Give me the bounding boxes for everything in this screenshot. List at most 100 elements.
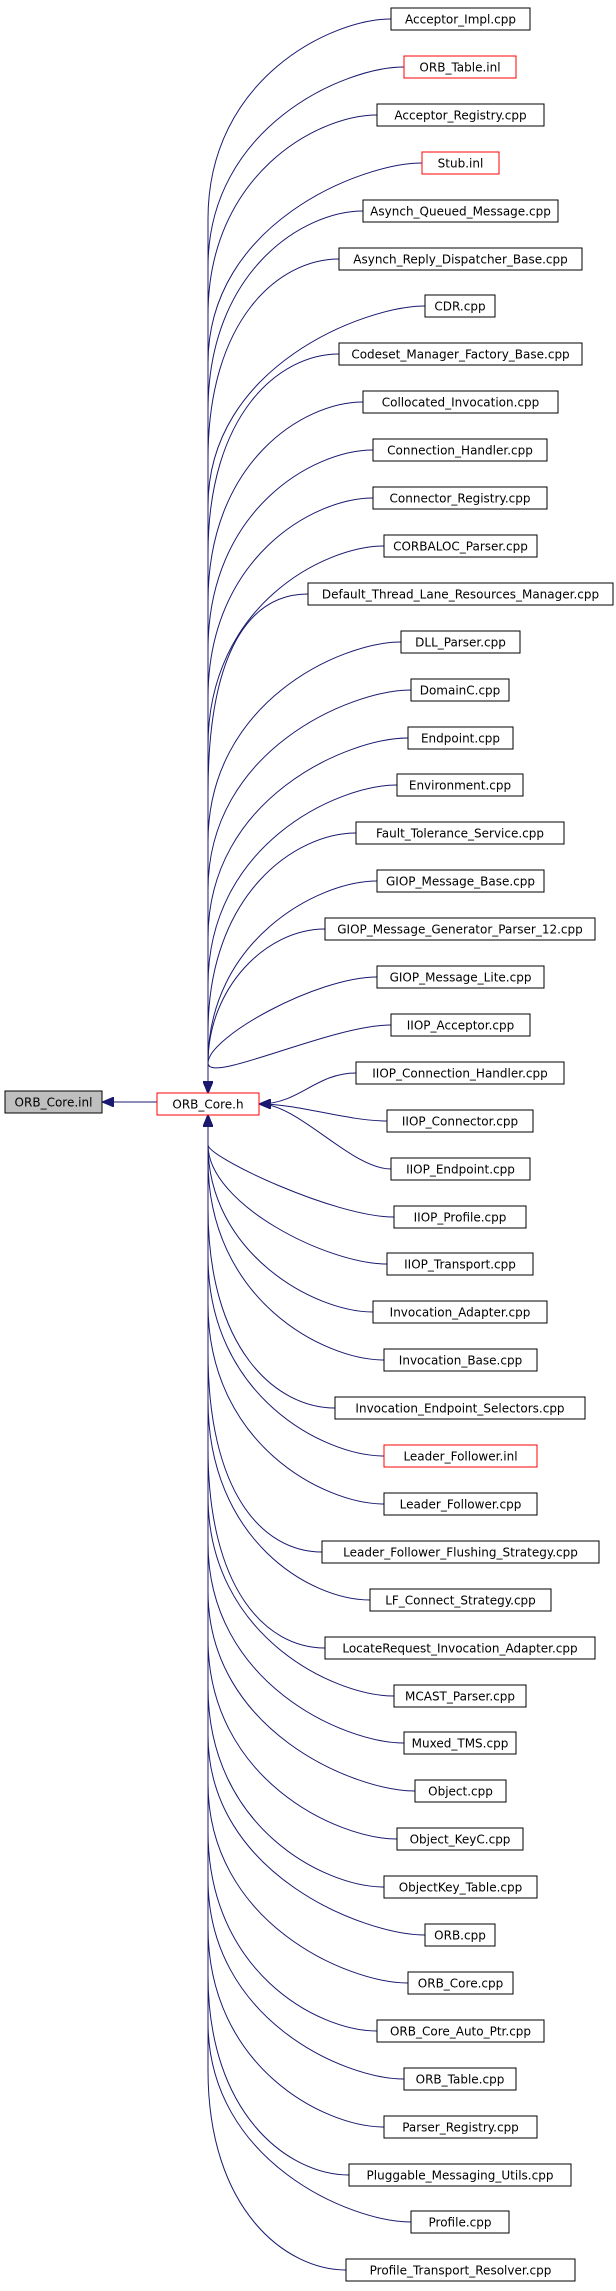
includer-node[interactable]: IIOP_Endpoint.cpp — [390, 1157, 531, 1181]
includer-node-label: Connection_Handler.cpp — [387, 444, 533, 458]
includer-node-label: Environment.cpp — [409, 779, 511, 793]
includer-node[interactable]: Muxed_TMS.cpp — [403, 1731, 517, 1755]
include-edge — [208, 1116, 385, 2128]
include-edge — [208, 1116, 326, 1649]
includer-node[interactable]: IIOP_Connection_Handler.cpp — [355, 1061, 565, 1085]
includer-node[interactable]: Leader_Follower.inl — [383, 1444, 538, 1468]
includer-node[interactable]: LocateRequest_Invocation_Adapter.cpp — [324, 1636, 596, 1660]
includer-node-box — [393, 1205, 527, 1229]
includer-node-box — [362, 199, 559, 223]
includer-node[interactable]: Profile_Transport_Resolver.cpp — [345, 2258, 576, 2282]
includer-node[interactable]: IIOP_Connector.cpp — [386, 1109, 534, 1133]
includer-node[interactable]: Leader_Follower_Flushing_Strategy.cpp — [321, 1540, 600, 1564]
includer-node-box — [396, 773, 524, 797]
includer-node[interactable]: GIOP_Message_Generator_Parser_12.cpp — [324, 917, 596, 941]
includer-node[interactable]: ORB_Table.inl — [403, 55, 517, 79]
includer-node-label: Stub.inl — [438, 157, 484, 171]
includer-node[interactable]: Fault_Tolerance_Service.cpp — [355, 821, 565, 845]
includer-node[interactable]: IIOP_Acceptor.cpp — [390, 1013, 531, 1037]
includer-node[interactable]: Object_KeyC.cpp — [396, 1827, 524, 1851]
includer-node-box — [396, 1827, 524, 1851]
includer-node-box — [376, 869, 545, 893]
includer-node[interactable]: Acceptor_Impl.cpp — [390, 7, 531, 31]
includer-node-box — [355, 821, 565, 845]
includer-node[interactable]: Invocation_Adapter.cpp — [372, 1300, 548, 1324]
includer-node[interactable]: IIOP_Transport.cpp — [386, 1252, 534, 1276]
includer-node-label: ORB.cpp — [434, 1929, 486, 1943]
includer-node[interactable]: IIOP_Profile.cpp — [393, 1205, 527, 1229]
includer-node[interactable]: ObjectKey_Table.cpp — [383, 1875, 538, 1899]
includer-node-box — [410, 2210, 510, 2234]
includer-node-box — [383, 1348, 538, 1372]
includer-node[interactable]: Connection_Handler.cpp — [372, 438, 548, 462]
includer-node[interactable]: Asynch_Queued_Message.cpp — [362, 199, 559, 223]
includer-node[interactable]: Pluggable_Messaging_Utils.cpp — [348, 2163, 572, 2187]
include-edge — [208, 689, 412, 1092]
includer-node[interactable]: Object.cpp — [414, 1779, 507, 1803]
includer-node[interactable]: Invocation_Base.cpp — [383, 1348, 538, 1372]
includer-node-box — [321, 1540, 600, 1564]
includer-node-label: ORB_Table.cpp — [416, 2073, 505, 2087]
includer-node-label: GIOP_Message_Lite.cpp — [390, 971, 532, 985]
includer-node-box — [390, 1157, 531, 1181]
includer-node[interactable]: Leader_Follower.cpp — [383, 1492, 538, 1516]
includer-node[interactable]: Asynch_Reply_Dispatcher_Base.cpp — [338, 247, 583, 271]
includer-node[interactable]: Default_Thread_Lane_Resources_Manager.cp… — [307, 582, 614, 606]
includer-node[interactable]: DLL_Parser.cpp — [400, 630, 521, 654]
include-edge — [208, 305, 426, 1092]
includer-node[interactable]: CORBALOC_Parser.cpp — [383, 534, 538, 558]
includer-node-box — [362, 390, 559, 414]
includer-node-label: ORB_Core_Auto_Ptr.cpp — [390, 2025, 531, 2039]
includer-node[interactable]: ORB_Core.cpp — [407, 1971, 514, 1995]
includer-node[interactable]: Acceptor_Registry.cpp — [376, 103, 545, 127]
include-edge — [208, 353, 340, 1092]
include-edge — [208, 1116, 350, 2176]
include-edge — [208, 1024, 392, 1092]
include-edge — [208, 162, 423, 1092]
includer-node-label: IIOP_Profile.cpp — [414, 1211, 507, 1225]
includer-node-label: Asynch_Queued_Message.cpp — [370, 205, 551, 219]
includer-node-box — [383, 2115, 538, 2139]
includer-node[interactable]: LF_Connect_Strategy.cpp — [369, 1588, 552, 1612]
include-edge — [260, 1104, 392, 1170]
includer-node-box — [403, 1731, 517, 1755]
include-edge — [208, 1116, 405, 1744]
includer-node-box — [424, 1923, 496, 1947]
includer-node-label: Object.cpp — [428, 1785, 493, 1799]
includer-node-box — [383, 1444, 538, 1468]
includer-node[interactable]: Parser_Registry.cpp — [383, 2115, 538, 2139]
includer-node-label: Acceptor_Impl.cpp — [405, 13, 516, 27]
includer-node[interactable]: Connector_Registry.cpp — [372, 486, 548, 510]
includer-node-label: ORB_Core.cpp — [418, 1977, 503, 1991]
hub-node[interactable]: ORB_Core.h — [156, 1092, 260, 1116]
includer-node-box — [407, 1971, 514, 1995]
includer-node[interactable]: MCAST_Parser.cpp — [393, 1684, 527, 1708]
includer-node[interactable]: Endpoint.cpp — [407, 726, 514, 750]
includer-node[interactable]: Profile.cpp — [410, 2210, 510, 2234]
includer-node[interactable]: ORB.cpp — [424, 1923, 496, 1947]
includer-node[interactable]: Collocated_Invocation.cpp — [362, 390, 559, 414]
includer-node-label: GIOP_Message_Base.cpp — [386, 875, 535, 889]
includer-node[interactable]: ORB_Core_Auto_Ptr.cpp — [376, 2019, 545, 2043]
include-edge — [260, 1104, 388, 1122]
includer-node[interactable]: DomainC.cpp — [410, 678, 510, 702]
includer-node[interactable]: Stub.inl — [421, 151, 500, 175]
includer-node-label: Fault_Tolerance_Service.cpp — [376, 827, 544, 841]
includer-node-label: LF_Connect_Strategy.cpp — [385, 1594, 536, 1608]
include-edge — [208, 832, 357, 1092]
includer-node[interactable]: Codeset_Manager_Factory_Base.cpp — [338, 342, 583, 366]
includer-node[interactable]: GIOP_Message_Lite.cpp — [376, 965, 545, 989]
includer-node[interactable]: GIOP_Message_Base.cpp — [376, 869, 545, 893]
includer-node[interactable]: CDR.cpp — [424, 294, 496, 318]
includer-node[interactable]: Invocation_Endpoint_Selectors.cpp — [334, 1396, 586, 1420]
includer-node[interactable]: Environment.cpp — [396, 773, 524, 797]
includer-node[interactable]: ORB_Table.cpp — [403, 2067, 517, 2091]
includer-node-label: IIOP_Endpoint.cpp — [406, 1163, 515, 1177]
source-node[interactable]: ORB_Core.inl — [4, 1090, 103, 1114]
includer-node-label: Invocation_Base.cpp — [399, 1354, 522, 1368]
includer-node-box — [393, 1684, 527, 1708]
includer-node-label: DomainC.cpp — [420, 684, 501, 698]
includer-node-label: CDR.cpp — [434, 300, 485, 314]
includer-node-label: DLL_Parser.cpp — [415, 636, 506, 650]
